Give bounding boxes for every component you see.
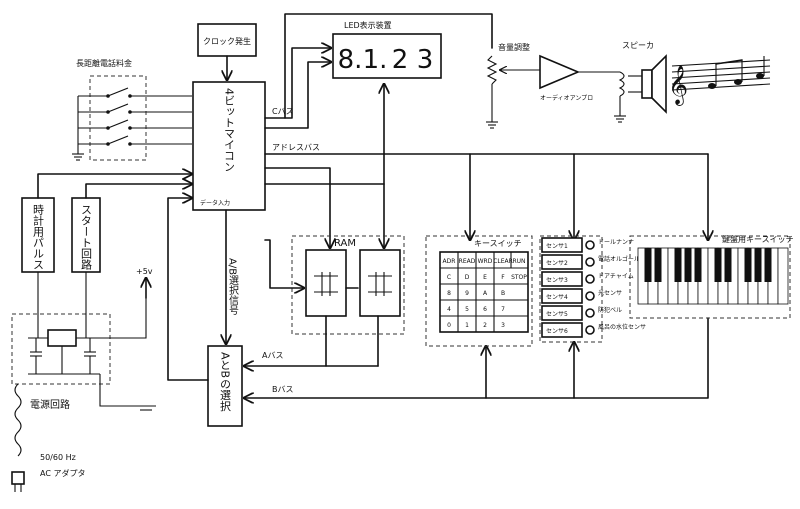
svg-text:電話オルゴール: 電話オルゴール	[598, 255, 640, 263]
music-notes-icon: 𝄞	[668, 56, 771, 106]
speaker-icon	[641, 54, 667, 114]
svg-text:5: 5	[465, 306, 469, 313]
svg-text:9: 9	[465, 290, 469, 297]
svg-text:センサ5: センサ5	[546, 311, 568, 318]
ab-select-label: AとBの選択	[219, 352, 232, 412]
ac-freq-label: 50/60 Hz	[40, 453, 76, 462]
svg-text:A: A	[483, 290, 488, 297]
ab-select-box	[207, 345, 243, 427]
svg-text:8: 8	[447, 290, 451, 297]
cpu-label: 4ビットマイコン	[223, 88, 236, 172]
svg-text:3: 3	[417, 45, 434, 75]
ac-adapter-label: AC アダプタ	[40, 468, 85, 478]
svg-text:7: 7	[501, 306, 505, 313]
ac-plug	[11, 383, 25, 492]
svg-text:3: 3	[501, 322, 505, 329]
black-key	[694, 248, 702, 282]
speaker-coil	[614, 71, 642, 123]
svg-text:E: E	[483, 274, 487, 281]
svg-text:READ: READ	[459, 258, 476, 265]
speaker-label: スピーカ	[622, 41, 654, 50]
black-key	[724, 248, 732, 282]
ram-frame	[291, 235, 405, 335]
power-label: 電源回路	[30, 398, 70, 411]
black-key	[714, 248, 722, 282]
amp-label: オーディオアンプロ	[540, 94, 593, 102]
svg-text:B: B	[501, 290, 505, 297]
keyboard-frame	[629, 235, 791, 319]
svg-text:風呂の水位センサ: 風呂の水位センサ	[598, 323, 646, 331]
start-circuit-label: スタート回路	[80, 204, 93, 271]
long-distance-label: 長距離電話料金	[76, 58, 132, 68]
timer-pulse-label: 時計用パルス	[32, 204, 45, 270]
svg-text:2: 2	[392, 45, 409, 75]
keyboard-label: 鍵盤用キースイッチ	[722, 234, 794, 244]
ram-chip-2	[359, 249, 401, 317]
black-key	[644, 248, 652, 282]
black-key	[684, 248, 692, 282]
svg-text:ドールナンナ: ドールナンナ	[598, 239, 634, 246]
cbus-label: Cバス	[272, 107, 294, 116]
led-digits: 8. 1. 2 3	[338, 45, 434, 75]
volume-label: 音量調整	[498, 42, 530, 52]
clock-generator-label: クロック発生	[203, 36, 251, 46]
led-display	[332, 33, 442, 79]
svg-text:D: D	[465, 274, 470, 281]
svg-text:CLEAR: CLEAR	[493, 258, 513, 265]
black-key	[744, 248, 752, 282]
svg-text:センサ1: センサ1	[546, 243, 568, 250]
svg-text:センサ6: センサ6	[546, 328, 568, 335]
ram-label: RAM	[334, 238, 356, 249]
svg-text:2: 2	[483, 322, 487, 329]
svg-text:4: 4	[447, 306, 451, 313]
abus-label: Aバス	[262, 351, 283, 360]
cpu-box	[192, 81, 266, 211]
white-key	[777, 247, 789, 305]
svg-text:光センサ: 光センサ	[598, 289, 622, 297]
address-bus-label: アドレスバス	[272, 143, 320, 152]
keyswitch-label: キースイッチ	[474, 239, 522, 248]
piano-keys	[637, 247, 789, 305]
volume-pot	[486, 55, 540, 129]
svg-text:1.: 1.	[363, 45, 388, 75]
keyswitch-grid: ADR READ WRD CLEAR RUN C D E F STOP 8 9 …	[439, 251, 529, 333]
sensor-frame	[539, 235, 603, 343]
svg-text:STOP: STOP	[511, 274, 527, 281]
plus5v-label: +5v	[136, 267, 153, 276]
svg-text:1: 1	[465, 322, 469, 329]
sensor-list: センサ1 ドールナンナ センサ2 電話オルゴール センサ3 ドアチャイム センサ…	[541, 237, 646, 338]
svg-text:C: C	[447, 274, 451, 281]
black-key	[764, 248, 772, 282]
svg-text:防犯ベル: 防犯ベル	[598, 306, 622, 314]
svg-text:RUN: RUN	[512, 258, 525, 265]
power-frame	[11, 313, 111, 385]
data-input-label: データ入力	[200, 199, 230, 207]
svg-text:6: 6	[483, 306, 487, 313]
svg-text:センサ2: センサ2	[546, 260, 568, 267]
svg-text:𝄞: 𝄞	[668, 65, 688, 106]
toll-switches	[72, 87, 192, 161]
long-distance-frame	[89, 75, 147, 161]
led-label: LED表示装置	[344, 20, 392, 30]
black-key	[654, 248, 662, 282]
power-circuit	[28, 272, 156, 411]
svg-text:センサ4: センサ4	[546, 294, 568, 301]
svg-text:ADR: ADR	[443, 258, 456, 265]
svg-text:F: F	[501, 274, 505, 281]
ab-signal-label: A/B選択信号	[227, 258, 239, 316]
svg-text:8.: 8.	[338, 45, 363, 75]
svg-text:WRD: WRD	[478, 258, 493, 265]
keyswitch-frame	[425, 235, 533, 347]
black-key	[754, 248, 762, 282]
bbus-label: Bバス	[272, 385, 294, 394]
audio-amp	[539, 54, 581, 90]
black-key	[674, 248, 682, 282]
ram-chip-marks	[314, 272, 392, 296]
svg-text:ドアチャイム: ドアチャイム	[598, 273, 634, 280]
svg-text:0: 0	[447, 322, 451, 329]
svg-text:センサ3: センサ3	[546, 277, 568, 284]
ram-chip-1	[305, 249, 347, 317]
